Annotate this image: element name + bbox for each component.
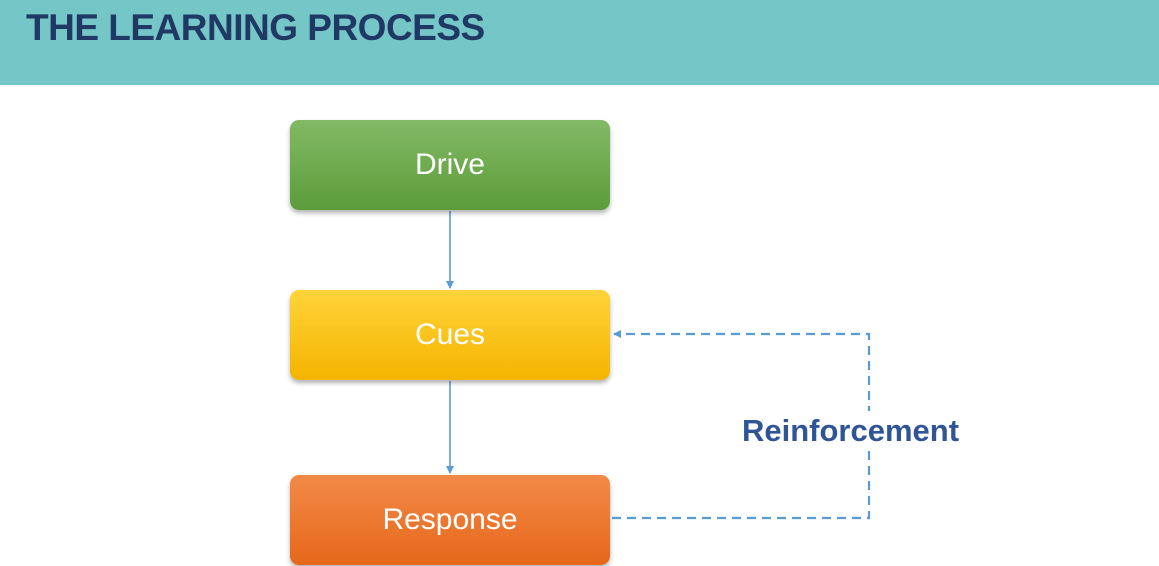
node-cues: Cues — [290, 290, 610, 380]
title-bar: THE LEARNING PROCESS — [0, 0, 1159, 85]
node-cues-label: Cues — [414, 318, 486, 351]
node-response: Response — [290, 475, 610, 565]
reinforcement-label: Reinforcement — [738, 411, 964, 451]
node-drive-label: Drive — [414, 148, 485, 181]
node-response-label: Response — [382, 503, 518, 536]
page-title: THE LEARNING PROCESS — [26, 7, 485, 48]
node-drive: Drive — [290, 120, 610, 210]
